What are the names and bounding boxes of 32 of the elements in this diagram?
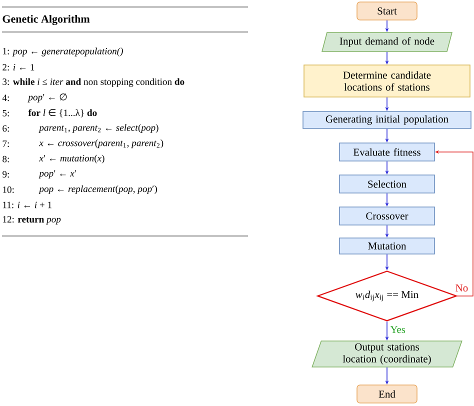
algorithm-title: Genetic Algorithm (2, 14, 90, 26)
algorithm-line: x′ ← mutation(x) (39, 154, 104, 164)
algorithm-line: 5: (2, 110, 9, 116)
algorithm-line: 7: (2, 140, 9, 147)
process-box: Mutation (339, 238, 435, 254)
algorithm-line: 9: (2, 171, 9, 178)
algorithm-line: 10: (3, 186, 14, 193)
algorithm-line: 12: return pop (3, 216, 61, 224)
algorithm-line: pop′ ← ∅ (28, 93, 67, 102)
algorithm-line: 3: while i ≤ iter and non stopping condition do (2, 78, 184, 87)
algorithm-line: pop ← replacement(pop, pop′) (38, 185, 157, 194)
algorithm-line: for l ∈ {1...λ} do (28, 109, 97, 118)
edge-label: Yes (390, 326, 406, 334)
algorithm-line: 8: (2, 156, 9, 162)
algorithm-line: 6: (2, 125, 9, 132)
process-box: Evaluate fitness (339, 142, 435, 162)
algorithm-line: 4: (2, 94, 9, 102)
algorithm-line: 11: i ← i + 1 (3, 202, 52, 208)
algorithm-line: 2: i ← 1 (2, 64, 34, 71)
process-box: Selection (339, 174, 435, 194)
algorithm-line: pop′ ← x′ (38, 170, 76, 179)
algorithm-line: x ← crossover(parent$_{1}$, parent$_{2}$) (39, 139, 164, 148)
process-box: Generating initial population (302, 111, 472, 129)
process-box: Crossover (339, 206, 435, 226)
algorithm-line: parent$_{1}$, parent$_{2}$ ← select(pop) (38, 124, 158, 133)
terminal-box: End (356, 384, 418, 404)
edge-label: No (456, 284, 468, 292)
terminal-box: Start (356, 2, 418, 20)
io-parallelogram: Input demand of node (322, 32, 452, 52)
process-box: Determine candidate locations of stations (304, 64, 470, 98)
algorithm-line: 1: pop ← generatepopulation() (3, 48, 123, 56)
io-parallelogram: Output stations location (coordinate) (312, 340, 462, 368)
